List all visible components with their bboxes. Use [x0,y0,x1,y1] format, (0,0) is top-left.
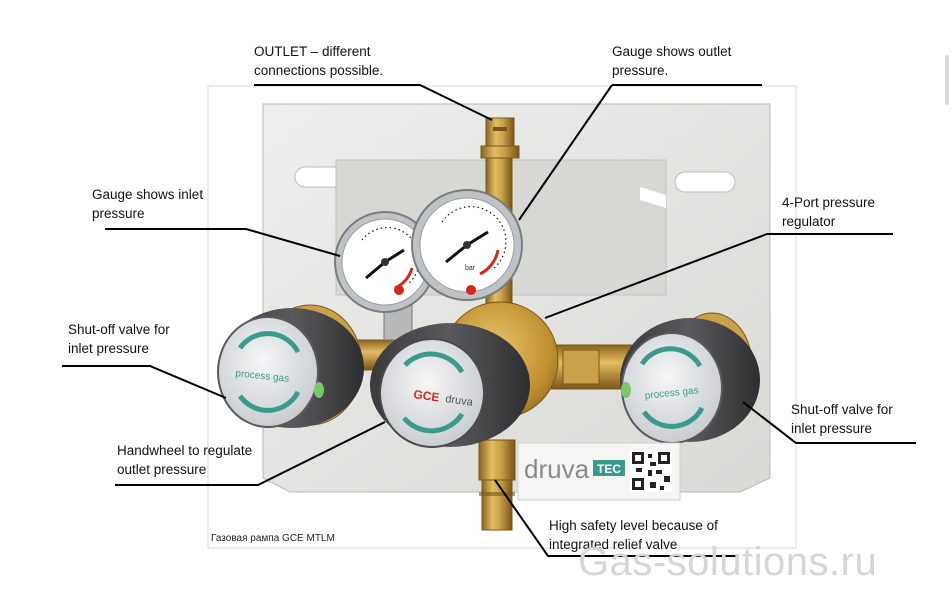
handwheel: GCE druva [370,323,530,448]
relief-valve [478,439,516,531]
watermark: Gas-solutions.ru [578,540,878,584]
scrollbar[interactable] [945,55,949,105]
shutoff-valve-left: process gas [217,304,364,428]
label-outlet: OUTLET – different connections possible. [254,44,384,78]
label-shutoff-right: Shut-off valve for inlet pressure [791,402,893,436]
plate-brand: druva [524,454,590,484]
shutoff-valve-right: process gas [620,312,760,444]
label-shutoff-left: Shut-off valve for inlet pressure [68,322,170,356]
center-knob-text: druva [445,393,475,409]
callout-regulator [544,233,893,319]
plate-badge: TEC [597,462,621,476]
center-knob-brand: GCE [413,387,441,404]
outlet-gauge: bar [411,189,523,301]
qr-code-icon [630,450,672,492]
callout-shutoff-right [742,401,916,444]
callout-relief [494,479,738,557]
callout-outlet-gauge [518,84,613,221]
label-relief: High safety level because of integrated … [549,518,718,552]
callout-lines [62,84,916,557]
brand-plate: druva TEC [517,442,681,501]
label-regulator: 4-Port pressure regulator [782,195,876,229]
callout-inlet-gauge [105,228,341,257]
gauge-unit: bar [465,265,476,272]
label-handwheel: Handwheel to regulate outlet pressure [117,443,253,477]
callout-outlet [254,84,493,121]
label-inlet-gauge: Gauge shows inlet pressure [92,187,204,221]
inlet-gauge [334,211,436,313]
callout-shutoff-left [62,365,227,399]
label-outlet-gauge: Gauge shows outlet pressure. [612,44,732,78]
image-caption: Газовая рампа GCE MTLM [211,533,335,544]
callout-handwheel [115,421,386,486]
